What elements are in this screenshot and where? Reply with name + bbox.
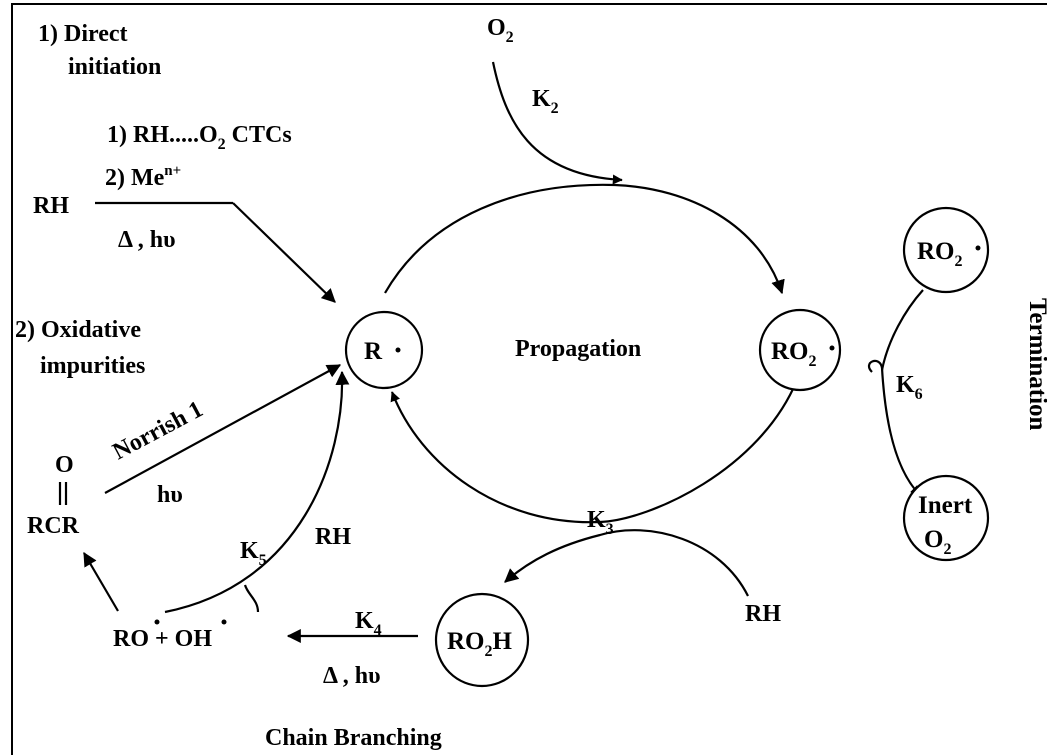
termination-arc-top <box>880 289 924 371</box>
k4-label: K4 <box>355 608 382 639</box>
propagation-arc-bottom <box>390 379 799 524</box>
rh-k3-label: RH <box>745 601 781 627</box>
ro2-radical-circle <box>758 308 842 392</box>
k3-label: K3 <box>587 507 614 538</box>
inert-o2-circle <box>902 474 990 562</box>
ketone-label: RCR <box>27 513 80 539</box>
oh-hook <box>243 584 260 613</box>
k6-label: K6 <box>896 372 923 403</box>
ro2-termination-dot <box>975 245 981 251</box>
initiation-arrow <box>232 202 336 303</box>
ro2-termination-circle <box>902 206 990 294</box>
carbonyl-oxygen-label: O <box>55 452 74 478</box>
rh-k5-label: RH <box>315 524 351 550</box>
k5-arc <box>164 370 350 614</box>
norrish-hv-label: hυ <box>157 482 183 508</box>
ro2-radical-label: RO2 <box>771 338 817 370</box>
k5-label: K5 <box>240 538 267 569</box>
alkoxy-radical-dot <box>154 619 160 625</box>
r-radical-label: R <box>364 338 383 365</box>
propagation-label: Propagation <box>515 336 641 362</box>
inert-label-1: Inert <box>918 492 973 519</box>
r-radical-circle <box>344 310 424 390</box>
termination-arrow <box>867 359 921 496</box>
ro2h-circle <box>434 592 530 688</box>
heat-light-label-bottom: Δ , hυ <box>323 663 381 689</box>
ctc-label: 1) RH.....O2 CTCs <box>107 122 292 153</box>
ro2-termination-label: RO2 <box>917 238 963 270</box>
o2-top-label: O2 <box>487 15 514 46</box>
rh-reactant-label: RH <box>33 193 69 219</box>
ro2-radical-dot <box>829 345 835 351</box>
k2-label: K2 <box>532 86 559 117</box>
norrish-arrow <box>104 364 342 494</box>
o2-feed-arrow <box>491 61 623 185</box>
hydroperoxide-label: RO2H <box>447 628 513 660</box>
termination-label: Termination <box>1024 298 1047 431</box>
propagation-arc-top <box>384 183 785 295</box>
figure-border <box>11 3 1047 755</box>
heat-light-label-top: Δ , hυ <box>118 227 176 253</box>
oxidative-impurities-label-2: impurities <box>40 353 145 379</box>
metal-ion-label: 2) Men+ <box>105 163 181 191</box>
k3-rh-arrow <box>504 529 749 597</box>
chain-branching-label: Chain Branching <box>265 725 442 751</box>
norrish-label: Norrish 1 <box>109 396 208 465</box>
direct-initiation-label-2: initiation <box>68 54 161 80</box>
inert-label-2: O2 <box>924 526 951 558</box>
direct-initiation-label-1: 1) Direct <box>38 21 128 47</box>
hydroxyl-radical-dot <box>221 619 227 625</box>
alkoxy-hydroxyl-label: RO + OH <box>113 626 212 652</box>
ro-to-rcr-arrow <box>83 551 119 612</box>
r-radical-dot <box>395 347 401 353</box>
oxidative-impurities-label-1: 2) Oxidative <box>15 317 141 343</box>
